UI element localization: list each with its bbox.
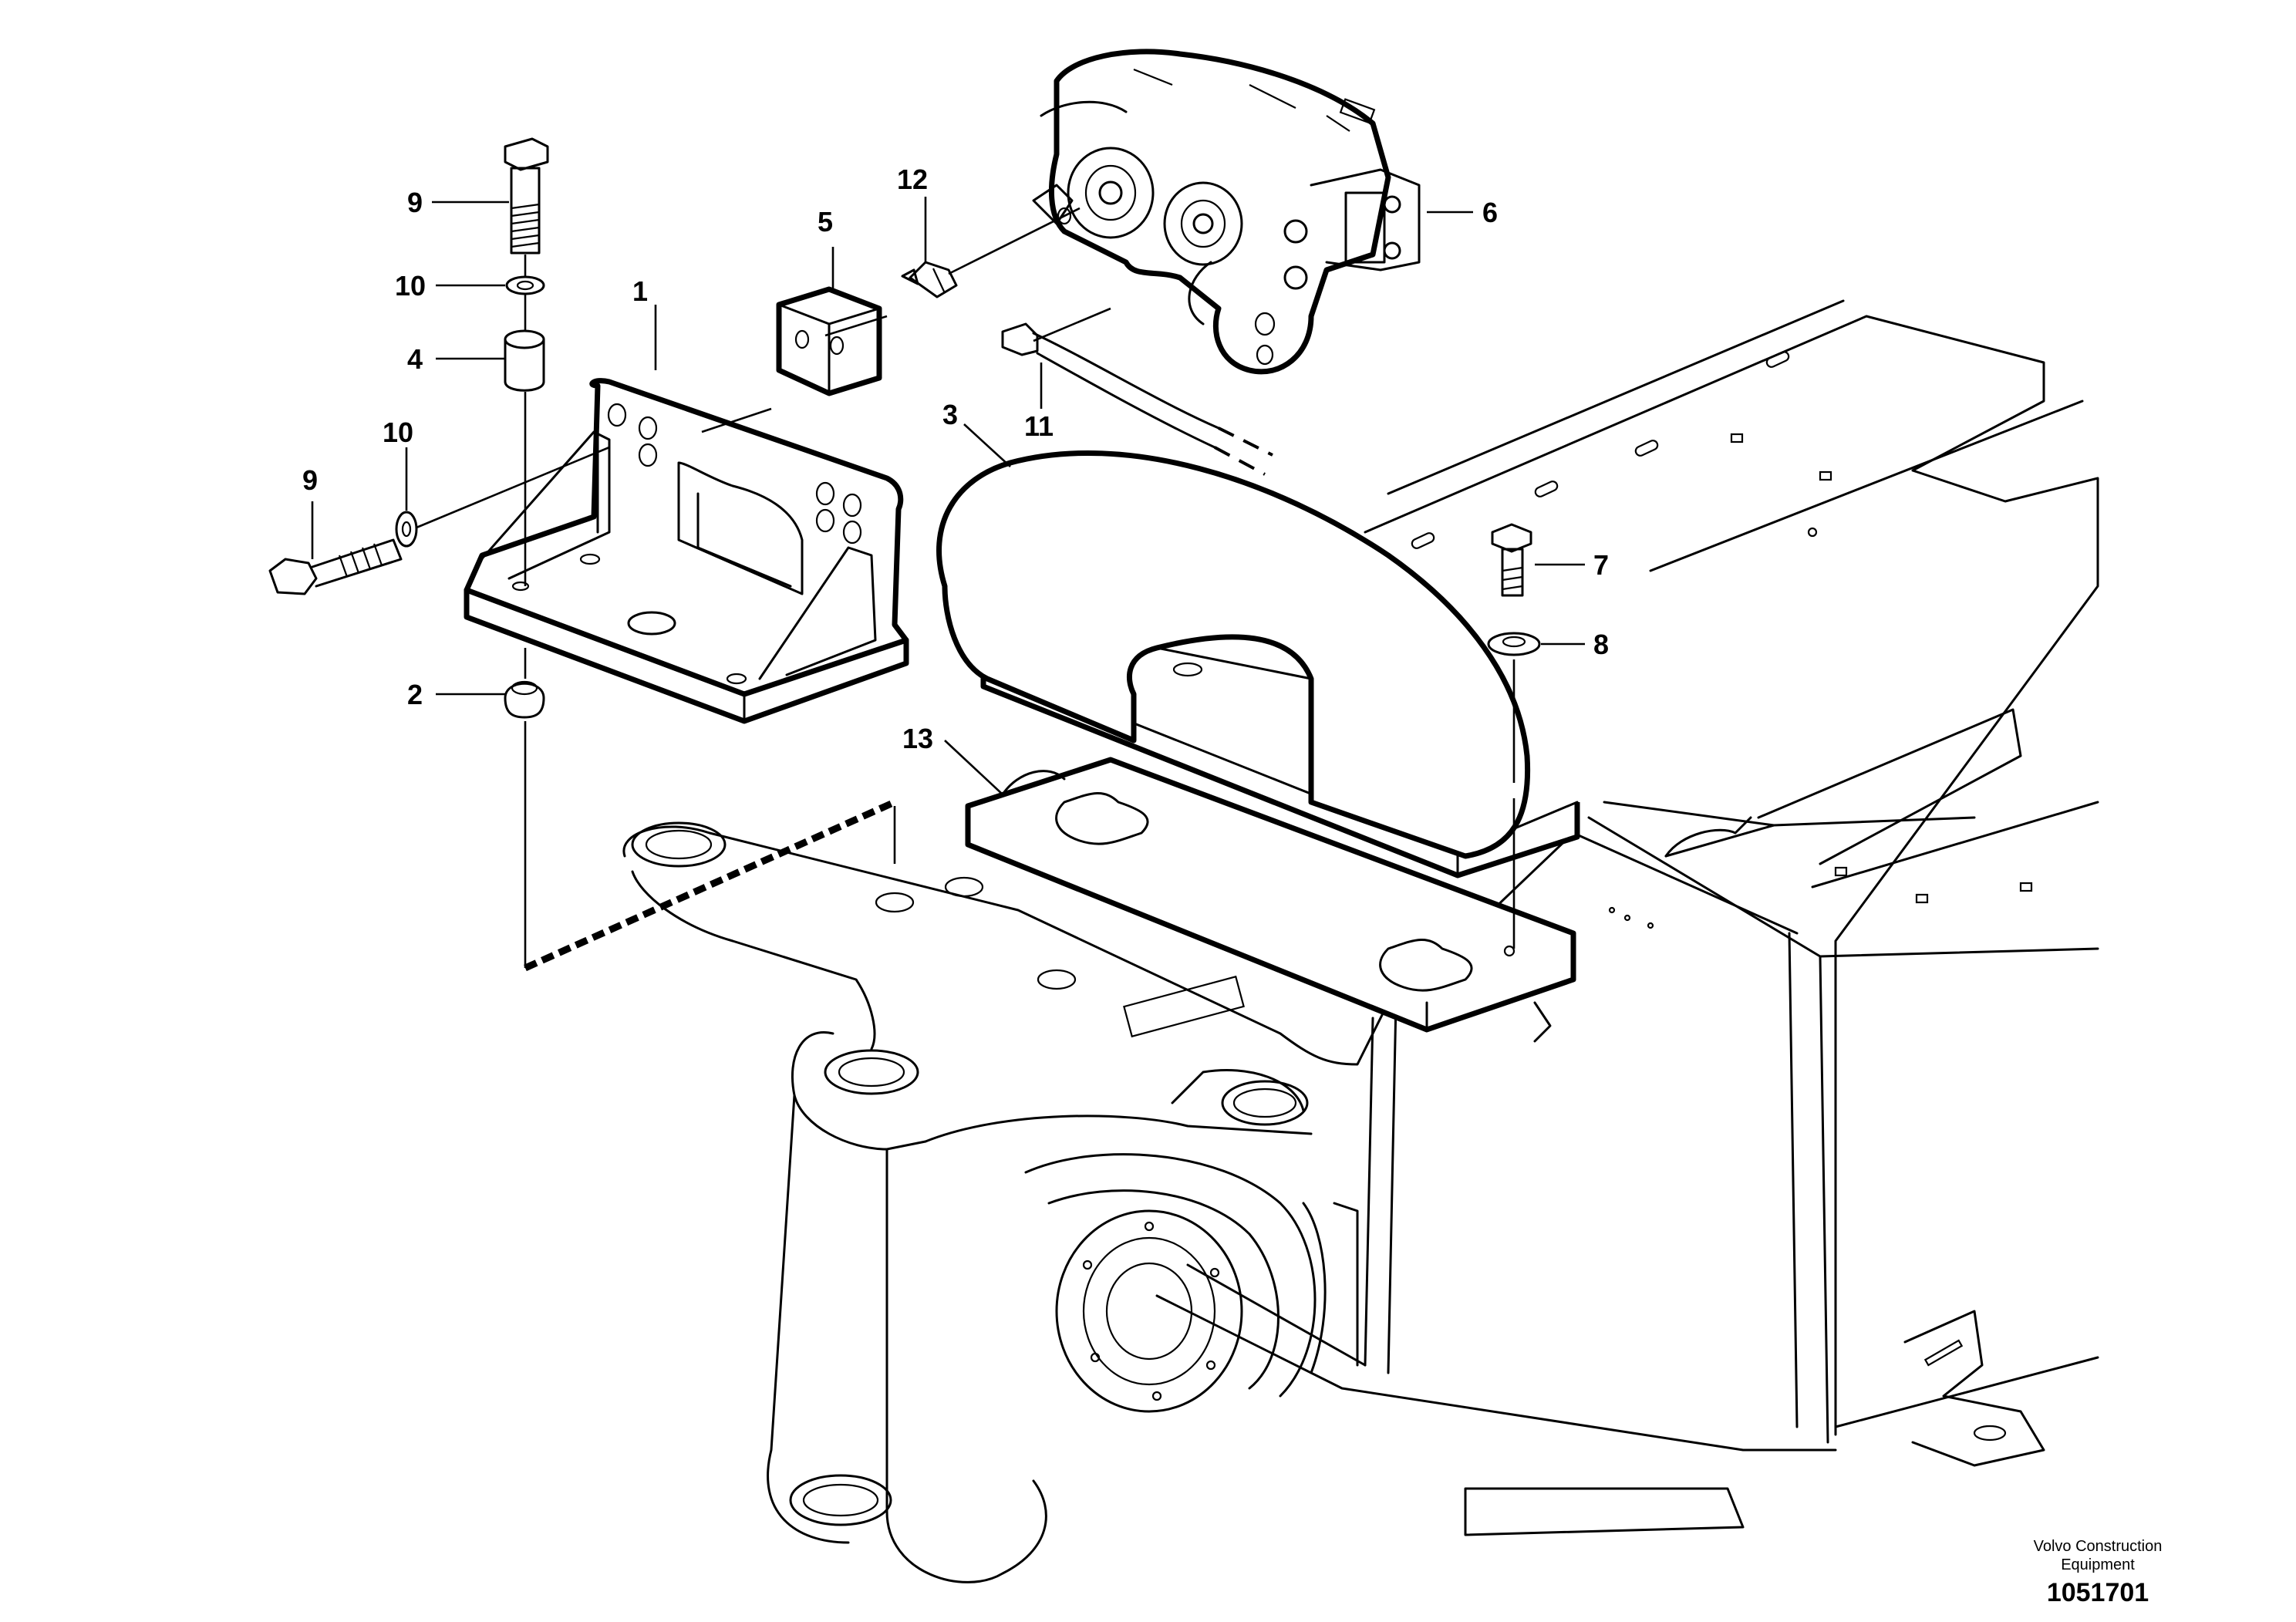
chassis-frame bbox=[1155, 299, 2099, 1536]
callout-5: 5 bbox=[818, 206, 833, 238]
callout-7: 7 bbox=[1593, 549, 1609, 581]
part-13-base-plate bbox=[965, 757, 1576, 1043]
callout-4: 4 bbox=[407, 343, 423, 375]
part-11-hose bbox=[1001, 322, 1273, 476]
callout-6: 6 bbox=[1482, 197, 1498, 228]
part-1-bracket bbox=[464, 378, 909, 724]
part-5-block bbox=[776, 286, 882, 396]
callout-9-lower: 9 bbox=[302, 464, 318, 496]
axle-carrier bbox=[622, 821, 1390, 1583]
part-7-bolt bbox=[1491, 523, 1532, 597]
part-9-bolt-horizontal bbox=[268, 538, 403, 595]
callout-13: 13 bbox=[902, 723, 933, 754]
part-2-rubber-mount bbox=[504, 680, 545, 719]
part-9-bolt-vertical bbox=[504, 137, 549, 255]
callout-leaders bbox=[311, 197, 1585, 795]
assembly-lines bbox=[416, 207, 1515, 972]
part-12-bleed-nipple bbox=[901, 261, 958, 298]
callout-3: 3 bbox=[942, 399, 958, 430]
part-10-washer-horizontal bbox=[395, 511, 418, 548]
callout-labels: 1 2 3 4 5 6 7 8 9 9 10 10 11 12 13 bbox=[302, 164, 1609, 754]
callout-12: 12 bbox=[897, 164, 928, 195]
brand-line-1: Volvo Construction bbox=[2033, 1538, 2163, 1555]
part-3-guard bbox=[936, 450, 1580, 878]
part-10-washer-vertical bbox=[505, 275, 545, 295]
callout-2: 2 bbox=[407, 679, 423, 710]
callout-11: 11 bbox=[1024, 410, 1054, 442]
callout-10-upper: 10 bbox=[395, 270, 426, 302]
brand-line-2: Equipment bbox=[2061, 1556, 2135, 1573]
callout-8: 8 bbox=[1593, 629, 1609, 660]
brand-label: Volvo Construction Equipment bbox=[1998, 1537, 2198, 1574]
reference-number: 1051701 bbox=[2046, 1578, 2149, 1607]
callout-9-upper: 9 bbox=[407, 187, 423, 218]
callout-10-lower: 10 bbox=[383, 416, 413, 448]
part-6-brake-caliper bbox=[1032, 49, 1421, 375]
callout-1: 1 bbox=[632, 275, 648, 307]
part-4-spacer bbox=[504, 329, 545, 392]
part-8-washer bbox=[1487, 632, 1541, 656]
